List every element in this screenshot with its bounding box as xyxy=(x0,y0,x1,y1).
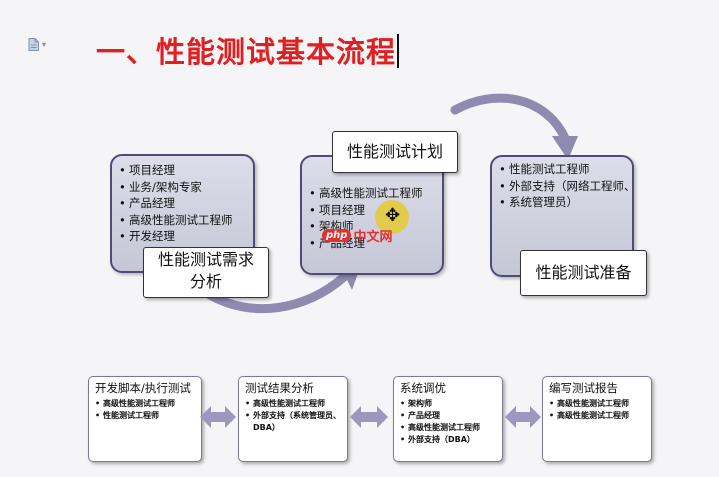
watermark: php 中文网 xyxy=(322,226,392,245)
requirements-label-line2: 分析 xyxy=(189,272,222,291)
requirements-label: 性能测试需求 分析 xyxy=(143,247,269,298)
step-write-report[interactable]: 编写测试报告 高级性能测试工程师 高级性能测试工程师 xyxy=(542,376,652,462)
step-title: 编写测试报告 xyxy=(549,381,618,395)
plan-label: 性能测试计划 xyxy=(332,131,458,173)
step-result-analysis[interactable]: 测试结果分析 高级性能测试工程师 外部支持（系统管理员、DBA） xyxy=(238,376,348,462)
watermark-text: 中文网 xyxy=(353,230,393,245)
list-item: 开发经理 xyxy=(118,228,253,245)
list-item: 高级性能测试工程师 xyxy=(549,398,645,410)
list-item: 性能测试工程师 xyxy=(95,410,195,422)
list-item: 外部支持（网络工程师、 xyxy=(498,178,636,195)
list-item: 外部支持（系统管理员、DBA） xyxy=(245,410,341,434)
double-arrow-icon xyxy=(350,406,388,428)
double-arrow-icon xyxy=(505,406,541,428)
step-title: 开发脚本/执行测试 xyxy=(95,381,191,395)
requirements-label-line1: 性能测试需求 xyxy=(157,250,254,269)
list-item: 高级性能测试工程师 xyxy=(400,422,496,434)
list-item: 外部支持（DBA） xyxy=(400,434,496,446)
list-item: 产品经理 xyxy=(118,195,253,212)
list-item: 架构师 xyxy=(400,398,496,410)
step-title: 测试结果分析 xyxy=(245,381,314,395)
list-item: 业务/架构专家 xyxy=(118,179,253,196)
list-item: 高级性能测试工程师 xyxy=(308,185,442,202)
list-item-continuation: 系统管理员） xyxy=(498,194,632,211)
document-icon xyxy=(28,38,39,51)
page-title: 一、性能测试基本流程 xyxy=(96,35,397,69)
list-item: 高级性能测试工程师 xyxy=(549,410,645,422)
preparation-label: 性能测试准备 xyxy=(520,250,647,296)
watermark-logo: php xyxy=(322,229,352,242)
list-item: 项目经理 xyxy=(118,162,253,179)
list-item: 项目经理 xyxy=(308,202,442,219)
document-menu[interactable]: ▾ xyxy=(28,38,46,51)
step-system-tuning[interactable]: 系统调优 架构师 产品经理 高级性能测试工程师 外部支持（DBA） xyxy=(393,376,503,462)
step-title: 系统调优 xyxy=(400,381,446,395)
cursor-highlight xyxy=(375,200,409,234)
cursor-icon: ✥ xyxy=(385,205,401,226)
step-script-execute[interactable]: 开发脚本/执行测试 高级性能测试工程师 性能测试工程师 xyxy=(88,376,202,462)
chevron-down-icon: ▾ xyxy=(42,40,47,49)
text-cursor xyxy=(397,34,399,68)
list-item: 高级性能测试工程师 xyxy=(245,398,341,410)
double-arrow-icon xyxy=(200,406,236,428)
list-item: 高级性能测试工程师 xyxy=(95,398,195,410)
list-item: 高级性能测试工程师 xyxy=(118,212,253,229)
list-item: 性能测试工程师 xyxy=(498,161,632,178)
list-item: 产品经理 xyxy=(400,410,496,422)
plan-box[interactable]: 高级性能测试工程师 项目经理 架构师 产品经理 xyxy=(300,155,444,275)
